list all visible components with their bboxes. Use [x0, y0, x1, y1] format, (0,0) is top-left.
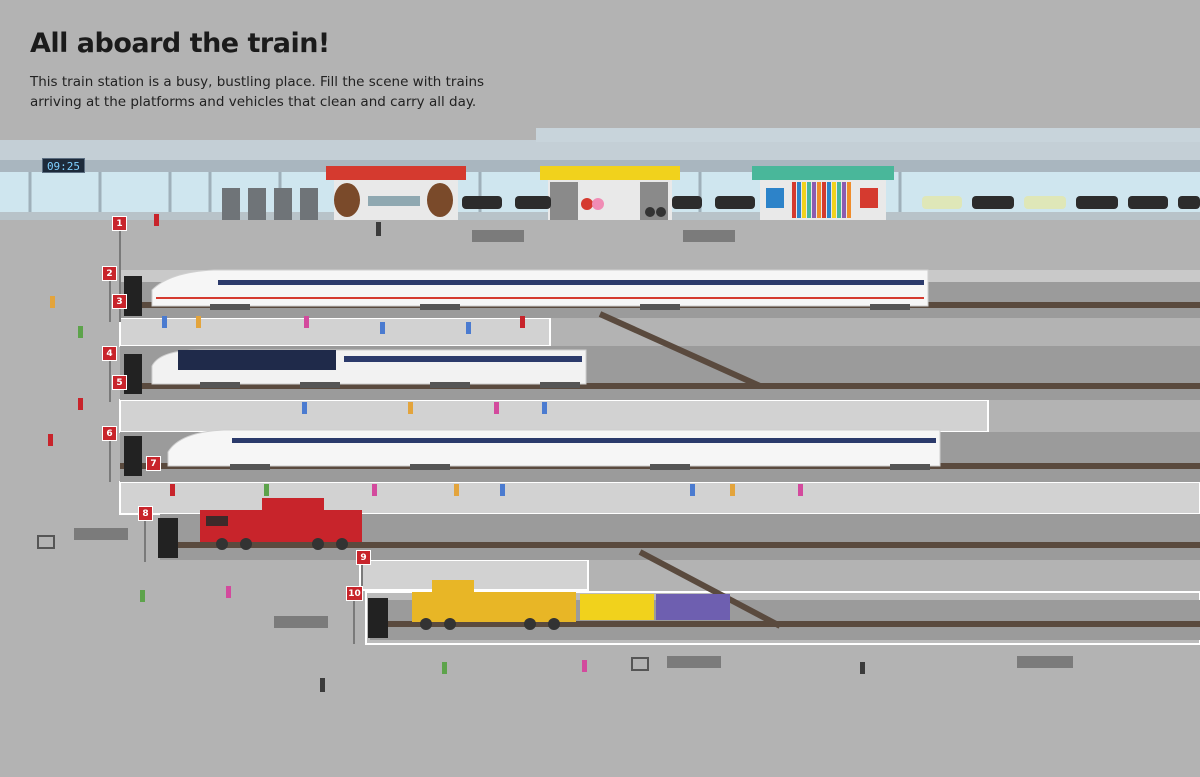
- platform-sign-4: 4: [102, 346, 117, 361]
- blue-express-train: [151, 349, 587, 388]
- platform-sign-9: 9: [356, 550, 371, 565]
- book-shelf: [792, 182, 851, 218]
- red-diesel-locomotive: [200, 498, 362, 550]
- luggage-trolleys: [37, 535, 649, 671]
- platform-sign-5: 5: [112, 375, 127, 390]
- intro-text: This train station is a busy, bustling p…: [30, 72, 550, 112]
- intro-line-2: arriving at the platforms and vehicles t…: [30, 94, 477, 110]
- platform-sign-2: 2: [102, 266, 117, 281]
- ticket-gates: [222, 188, 318, 220]
- buffer-stops: [124, 276, 388, 638]
- intro-line-1: This train station is a busy, bustling p…: [30, 74, 485, 90]
- passengers: [48, 214, 865, 692]
- platform-sign-7: 7: [146, 456, 161, 471]
- station-clock: 09:25: [42, 158, 85, 173]
- page-title: All aboard the train!: [30, 28, 330, 59]
- book-kiosk: [752, 166, 894, 220]
- high-speed-train-2: [167, 429, 941, 470]
- yellow-freight-train: [412, 580, 730, 630]
- header-band: [0, 0, 1200, 140]
- platform-sign-1: 1: [112, 216, 127, 231]
- high-speed-train-1: [151, 269, 929, 310]
- platform-sign-8: 8: [138, 506, 153, 521]
- platform-sign-10: 10: [346, 586, 363, 601]
- taxi-rank: [462, 196, 1200, 209]
- platform-sign-6: 6: [102, 426, 117, 441]
- platform-sign-3: 3: [112, 294, 127, 309]
- flower-kiosk: [540, 166, 680, 220]
- sign-posts: [109, 225, 363, 644]
- coffee-kiosk: [326, 166, 466, 220]
